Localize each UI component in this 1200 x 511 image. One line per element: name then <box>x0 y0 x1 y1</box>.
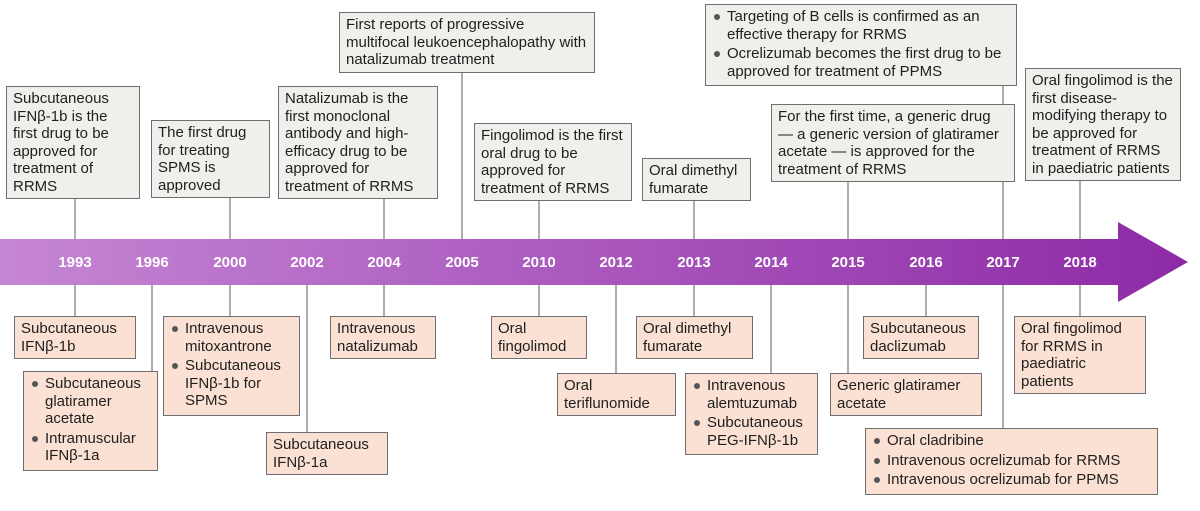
year-1993: 1993 <box>58 254 92 271</box>
approval-text: Oral dimethyl fumarate <box>643 320 732 355</box>
approval-text: Subcutaneous IFNβ-1b <box>21 320 117 355</box>
year-2002: 2002 <box>290 254 324 271</box>
approval-2012: Oral teriflunomide <box>557 373 676 416</box>
approval-item: Oral cladribine <box>872 432 1151 450</box>
year-2017: 2017 <box>986 254 1020 271</box>
approval-text: Generic glatiramer acetate <box>837 377 961 412</box>
year-2013: 2013 <box>677 254 711 271</box>
approval-1993: Subcutaneous IFNβ-1b <box>14 316 136 359</box>
approval-item: Subcutaneous glatiramer acetate <box>30 375 151 428</box>
milestone-text: Fingolimod is the first oral drug to be … <box>481 127 623 197</box>
approval-item: Subcutaneous PEG-IFNβ-1b <box>692 414 811 449</box>
year-1996: 1996 <box>135 254 169 271</box>
approval-2002: Subcutaneous IFNβ-1a <box>266 432 388 475</box>
approval-2010: Oral fingolimod <box>491 316 587 359</box>
milestone-text: Natalizumab is the first monoclonal anti… <box>285 90 414 195</box>
approval-2016: Subcutaneous daclizumab <box>863 316 979 359</box>
approval-2000: Intravenous mitoxantrone Subcutaneous IF… <box>163 316 300 416</box>
approval-1996: Subcutaneous glatiramer acetate Intramus… <box>23 371 158 471</box>
milestone-text: Oral fingolimod is the first disease-mod… <box>1032 72 1173 177</box>
approval-text: Oral fingolimod <box>498 320 567 355</box>
approval-text: Subcutaneous IFNβ-1a <box>273 436 369 471</box>
approval-2017: Oral cladribine Intravenous ocrelizumab … <box>865 428 1158 495</box>
timeline-arrow <box>0 222 1188 302</box>
approval-text: Subcutaneous daclizumab <box>870 320 966 355</box>
approval-item: Intravenous mitoxantrone <box>170 320 293 355</box>
approval-item: Intramuscular IFNβ-1a <box>30 430 151 465</box>
milestone-1993: Subcutaneous IFNβ-1b is the first drug t… <box>6 86 140 199</box>
milestone-2013: Oral dimethyl fumarate <box>642 158 751 201</box>
approval-2018: Oral fingolimod for RRMS in paediatric p… <box>1014 316 1146 394</box>
approval-2004: Intravenous natalizumab <box>330 316 436 359</box>
milestone-item: Targeting of B cells is confirmed as an … <box>712 8 1010 43</box>
milestone-2015: For the first time, a generic drug — a g… <box>771 104 1015 182</box>
year-2004: 2004 <box>367 254 401 271</box>
approval-item: Intravenous ocrelizumab for PPMS <box>872 471 1151 489</box>
milestone-text: Subcutaneous IFNβ-1b is the first drug t… <box>13 90 109 195</box>
year-2016: 2016 <box>909 254 943 271</box>
milestone-2005: First reports of progressive multifocal … <box>339 12 595 73</box>
milestone-text: For the first time, a generic drug — a g… <box>778 108 999 178</box>
year-2010: 2010 <box>522 254 556 271</box>
year-2000: 2000 <box>213 254 247 271</box>
approval-text: Oral teriflunomide <box>564 377 650 412</box>
approval-text: Oral fingolimod for RRMS in paediatric p… <box>1021 320 1122 390</box>
milestone-text: First reports of progressive multifocal … <box>346 16 587 68</box>
milestone-text: Oral dimethyl fumarate <box>649 162 738 197</box>
milestone-2004: Natalizumab is the first monoclonal anti… <box>278 86 438 199</box>
approval-text: Intravenous natalizumab <box>337 320 418 355</box>
approval-2015: Generic glatiramer acetate <box>830 373 982 416</box>
milestone-2010: Fingolimod is the first oral drug to be … <box>474 123 632 201</box>
milestone-text: The first drug for treating SPMS is appr… <box>158 124 247 194</box>
milestone-2000: The first drug for treating SPMS is appr… <box>151 120 270 198</box>
milestone-item: Ocrelizumab becomes the first drug to be… <box>712 45 1010 80</box>
milestone-2017: Targeting of B cells is confirmed as an … <box>705 4 1017 86</box>
year-2005: 2005 <box>445 254 479 271</box>
approval-item: Intravenous alemtuzumab <box>692 377 811 412</box>
milestone-2018: Oral fingolimod is the first disease-mod… <box>1025 68 1181 181</box>
year-2018: 2018 <box>1063 254 1097 271</box>
approval-2013: Oral dimethyl fumarate <box>636 316 753 359</box>
approval-item: Intravenous ocrelizumab for RRMS <box>872 452 1151 470</box>
year-2012: 2012 <box>599 254 633 271</box>
approval-2014: Intravenous alemtuzumab Subcutaneous PEG… <box>685 373 818 455</box>
year-2014: 2014 <box>754 254 788 271</box>
connector-lines <box>74 73 1081 432</box>
year-2015: 2015 <box>831 254 865 271</box>
approval-item: Subcutaneous IFNβ-1b for SPMS <box>170 357 293 410</box>
